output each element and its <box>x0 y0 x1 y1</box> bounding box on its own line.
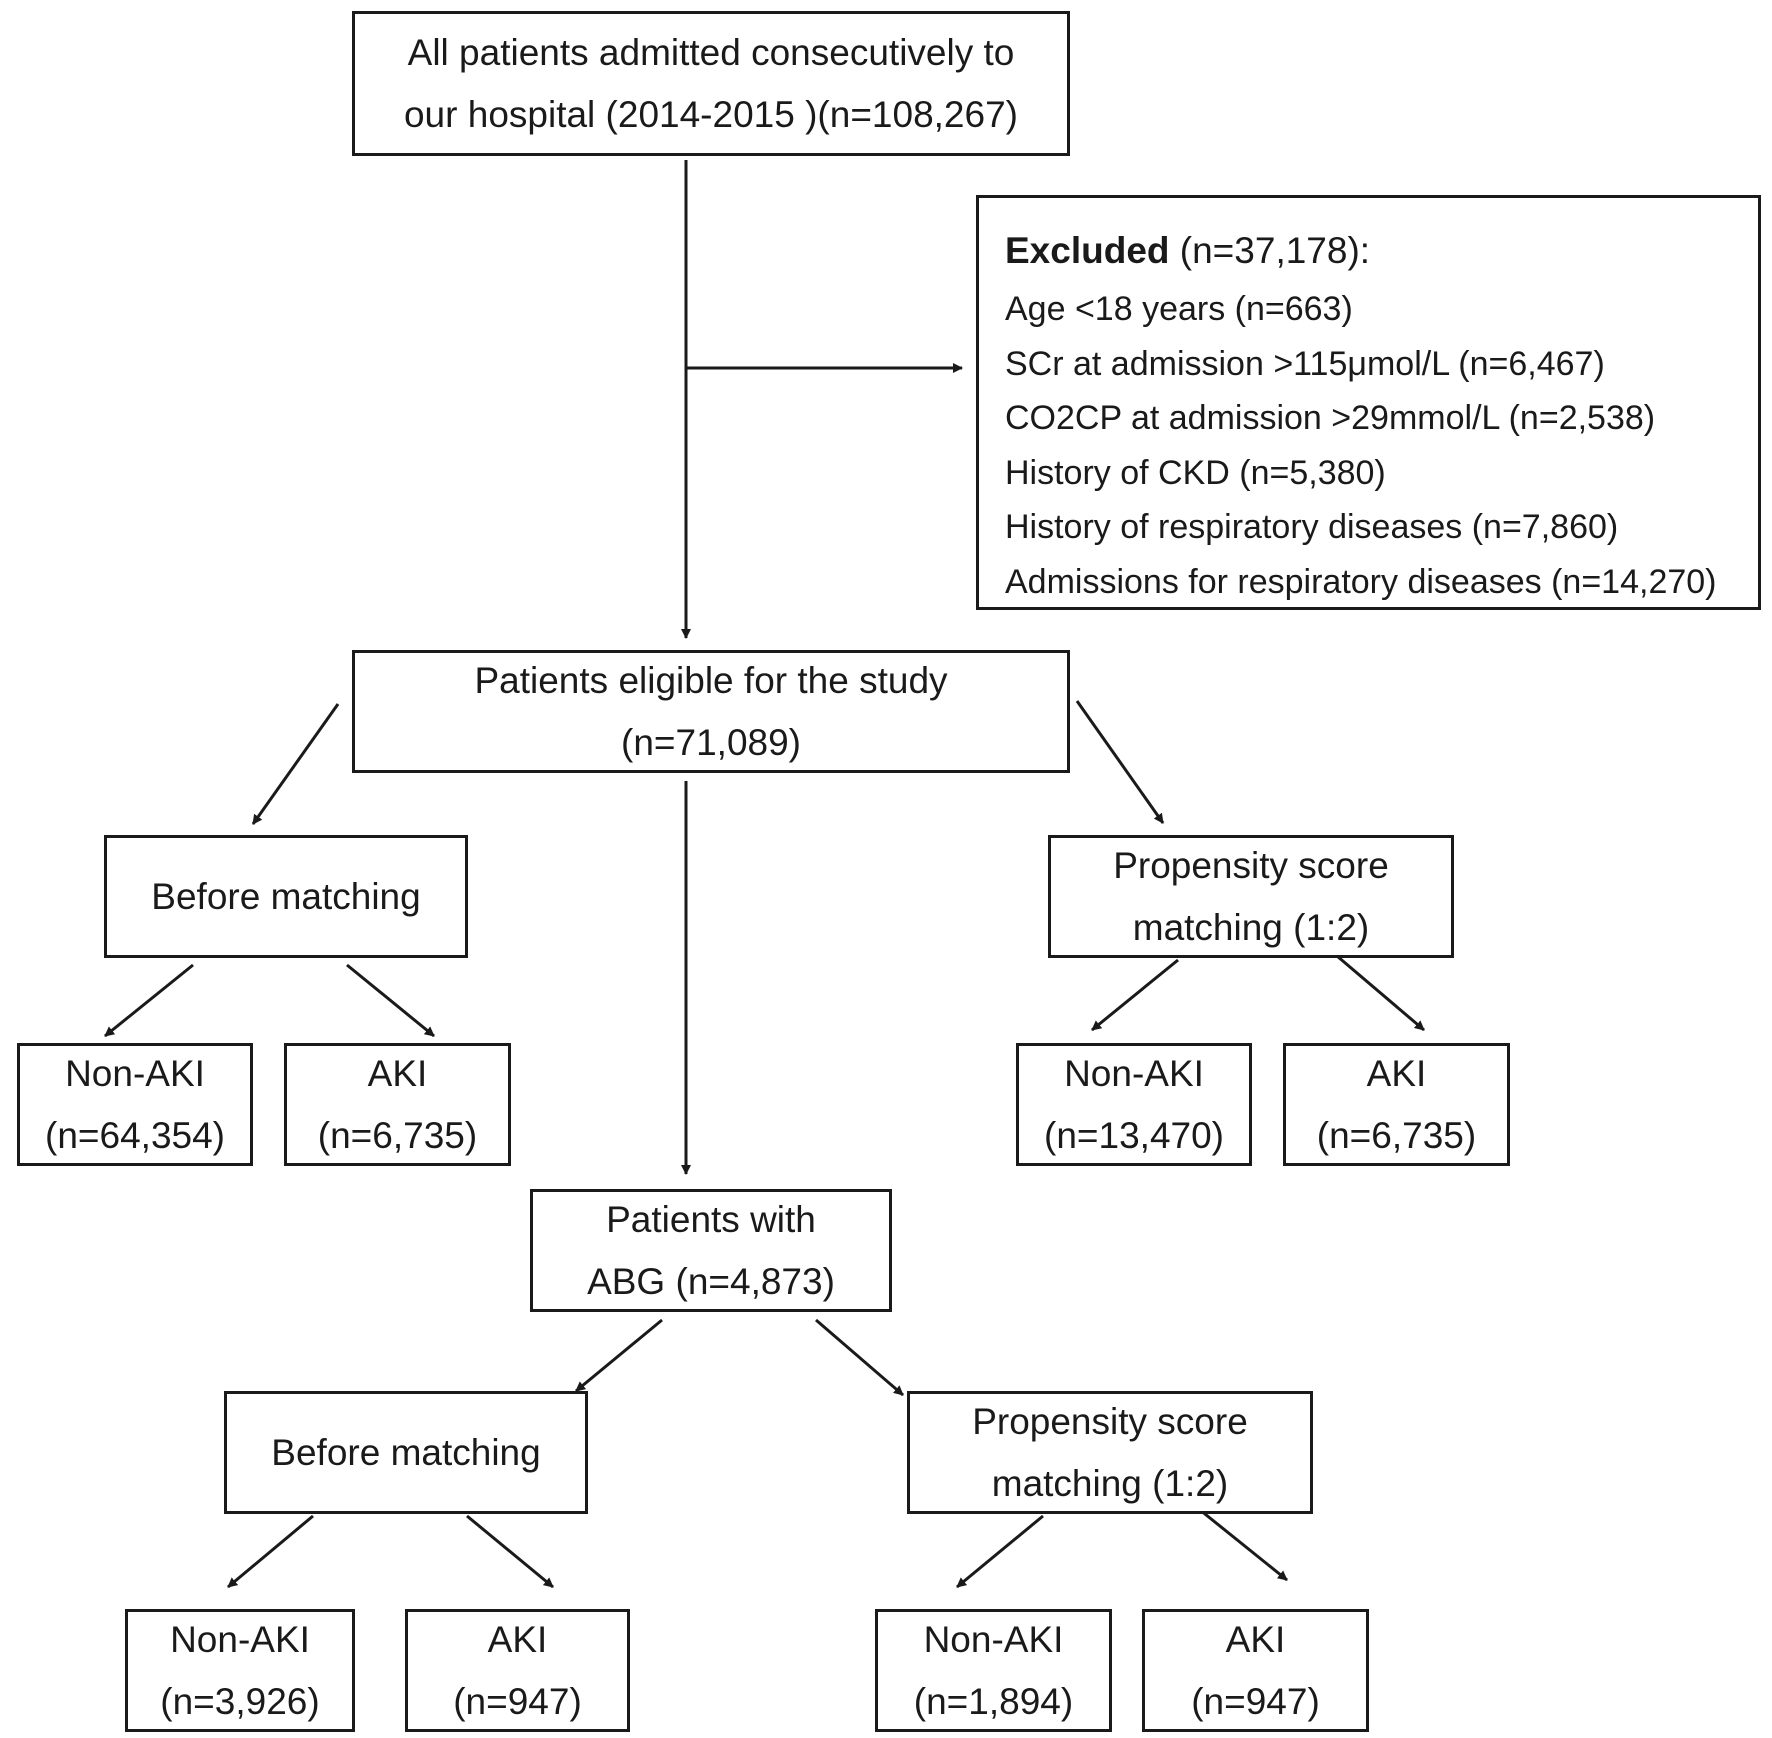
aki-box-4: AKI (n=947) <box>1142 1609 1369 1732</box>
all-patients-line-2: our hospital (2014-2015 )(n=108,267) <box>403 93 1018 135</box>
non-aki-box-1: Non-AKI (n=64,354) <box>17 1043 253 1166</box>
non-aki-count: (n=13,470) <box>1044 1114 1224 1156</box>
excluded-item: Age <18 years (n=663) <box>1005 290 1353 328</box>
aki-count: (n=947) <box>1191 1680 1320 1722</box>
excluded-title: Excluded (n=37,178): <box>1005 220 1370 282</box>
excluded-item: History of CKD (n=5,380) <box>1005 453 1386 492</box>
aki-box-2: AKI (n=6,735) <box>1283 1043 1510 1166</box>
arrow-before-1-to-non-aki-1 <box>104 963 194 1038</box>
psm-line-1: Propensity score <box>972 1400 1248 1442</box>
aki-box-3: AKI (n=947) <box>405 1609 630 1732</box>
non-aki-count: (n=3,926) <box>160 1680 320 1722</box>
propensity-score-box-1: Propensity score matching (1:2) <box>1048 835 1454 958</box>
before-matching-box-1: Before matching <box>104 835 468 958</box>
abg-box: Patients with ABG (n=4,873) <box>530 1189 892 1312</box>
before-matching-box-2: Before matching <box>224 1391 588 1514</box>
non-aki-box-4: Non-AKI (n=1,894) <box>875 1609 1112 1732</box>
excluded-item: Admissions for respiratory diseases (n=1… <box>1005 562 1717 601</box>
psm-line-2: matching (1:2) <box>1132 906 1370 948</box>
arrow-psm-1-to-non-aki-2 <box>1091 958 1179 1032</box>
aki-label: AKI <box>367 1052 428 1094</box>
abg-line-2: ABG (n=4,873) <box>587 1260 835 1302</box>
arrow-before-2-to-non-aki-3 <box>227 1514 314 1589</box>
non-aki-count: (n=64,354) <box>45 1114 225 1156</box>
psm-line-2: matching (1:2) <box>991 1462 1229 1504</box>
eligible-line-2: (n=71,089) <box>621 721 801 763</box>
non-aki-label: Non-AKI <box>65 1052 205 1094</box>
psm-line-1: Propensity score <box>1113 844 1389 886</box>
arrow-psm-2-to-non-aki-4 <box>956 1514 1044 1589</box>
excluded-item: SCr at admission >115μmol/L (n=6,467) <box>1005 344 1605 383</box>
excluded-item: History of respiratory diseases (n=7,860… <box>1005 508 1619 546</box>
aki-count: (n=6,735) <box>1316 1114 1477 1156</box>
all-patients-box: All patients admitted consecutively to o… <box>352 11 1070 156</box>
non-aki-label: Non-AKI <box>170 1618 310 1660</box>
arrow-before-1-to-aki-1 <box>346 963 435 1038</box>
aki-label: AKI <box>1225 1618 1286 1660</box>
aki-box-1: AKI (n=6,735) <box>284 1043 511 1166</box>
all-patients-line-1: All patients admitted consecutively to <box>407 31 1015 73</box>
non-aki-label: Non-AKI <box>923 1618 1064 1660</box>
aki-count: (n=947) <box>453 1680 582 1722</box>
before-matching-label-2: Before matching <box>271 1431 541 1473</box>
arrow-eligible-to-before-1 <box>251 703 340 825</box>
arrow-abg-to-before-2 <box>575 1318 663 1393</box>
non-aki-count: (n=1,894) <box>913 1680 1074 1722</box>
excluded-item: CO2CP at admission >29mmol/L (n=2,538) <box>1005 399 1656 437</box>
before-matching-label-1: Before matching <box>151 875 421 917</box>
arrow-psm-2-to-aki-4 <box>1199 1508 1288 1582</box>
eligible-box: Patients eligible for the study (n=71,08… <box>352 650 1070 773</box>
arrow-abg-to-psm-2 <box>815 1318 904 1397</box>
excluded-label: Excluded <box>1005 230 1170 271</box>
arrow-before-2-to-aki-3 <box>466 1514 554 1589</box>
aki-label: AKI <box>1366 1052 1427 1094</box>
non-aki-box-3: Non-AKI (n=3,926) <box>125 1609 355 1732</box>
abg-line-1: Patients with <box>606 1198 816 1240</box>
arrow-psm-1-to-aki-2 <box>1336 954 1425 1032</box>
non-aki-label: Non-AKI <box>1064 1052 1204 1094</box>
propensity-score-box-2: Propensity score matching (1:2) <box>907 1391 1313 1514</box>
excluded-box: Excluded (n=37,178): Age <18 years (n=66… <box>976 195 1761 610</box>
non-aki-box-2: Non-AKI (n=13,470) <box>1016 1043 1252 1166</box>
excluded-count: (n=37,178): <box>1169 230 1371 271</box>
aki-label: AKI <box>487 1618 548 1660</box>
aki-count: (n=6,735) <box>317 1114 478 1156</box>
arrow-eligible-to-psm-1 <box>1075 700 1165 824</box>
eligible-line-1: Patients eligible for the study <box>474 659 948 701</box>
